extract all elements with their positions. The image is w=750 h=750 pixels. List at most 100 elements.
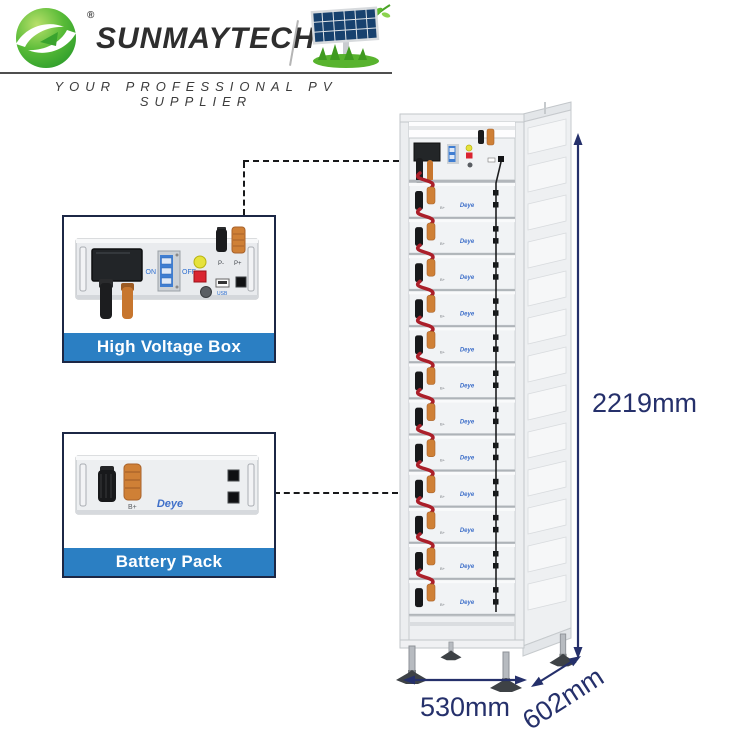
rack-side-slat [527, 498, 567, 535]
pack-terminal-label: B+ [440, 566, 446, 571]
pack-negative-connector [415, 407, 423, 427]
battery-pack-label: Battery Pack [115, 552, 223, 571]
p-plus-label: P+ [234, 261, 242, 267]
pack-positive-connector [426, 331, 436, 349]
rack-side-slat [527, 232, 567, 269]
rack-side-slat [527, 118, 567, 155]
p-minus-label: P- [218, 261, 224, 267]
pack-negative-connector [415, 552, 423, 571]
red-power-cable [415, 351, 435, 371]
red-power-cable [415, 496, 435, 515]
rack-battery-pack-3: B+Deye [408, 243, 516, 292]
hv-box-label: High Voltage Box [96, 337, 242, 356]
foot-front-right [490, 651, 522, 692]
pack-positive-connector [426, 511, 436, 530]
red-power-cable [415, 171, 435, 190]
battery-port-top [227, 469, 240, 482]
battery-port-bottom [227, 491, 240, 504]
pack-positive-connector [426, 222, 436, 241]
pack-terminal-label: B+ [440, 458, 446, 463]
pack-negative-connector [415, 227, 423, 247]
red-power-cable [415, 423, 435, 443]
pack-positive-connector [426, 547, 436, 566]
pack-terminal-label: B+ [440, 494, 446, 499]
rack-side-slat [527, 460, 567, 497]
pack-terminal-label: B+ [440, 241, 446, 246]
comm-cable [495, 161, 502, 612]
dim-depth-label: 602mm [517, 661, 609, 735]
rack-battery-pack-6: B+Deye [408, 351, 516, 400]
pack-brand-logo: Deye [460, 203, 475, 209]
rack-side-slat [527, 422, 567, 459]
battery-pack-product-image: B+ Deye [75, 455, 259, 515]
solar-panel-illustration [310, 4, 391, 68]
hv-box-callout: ON OFF P- P+ USB Hig [62, 215, 276, 363]
pack-terminal-label: B+ [440, 277, 446, 282]
rack-battery-pack-4: B+ Deye [408, 279, 516, 328]
rack-battery-packs: B+DeyeB+DeyeB+DeyeB+DeyeB+DeyeB+DeyeB+De… [408, 171, 516, 617]
left-handle [79, 463, 87, 507]
dim-width-label: 530mm [420, 692, 510, 722]
registered-mark: ® [87, 10, 95, 21]
red-power-cable [415, 243, 435, 262]
red-power-cable [415, 315, 435, 335]
rack-base [399, 615, 525, 649]
pack-positive-connector [426, 258, 436, 277]
pack-terminal-label: B+ [440, 313, 446, 318]
hv-box-connector-line-vertical [243, 162, 245, 215]
pack-positive-connector [426, 367, 436, 385]
brand-tagline: YOUR PROFESSIONAL PV SUPPLIER [54, 79, 338, 109]
battery-pack-connector-line [274, 492, 398, 494]
rack-side-panel [522, 101, 572, 657]
pack-brand-logo: Deye [460, 420, 475, 426]
hv-red-button [193, 270, 207, 283]
pack-negative-connector [415, 515, 423, 535]
pack-positive-connector [426, 475, 436, 494]
deye-logo: Deye [157, 498, 183, 510]
set-button [200, 286, 212, 298]
battery-positive-connector [123, 463, 142, 501]
battery-rack-image: B+DeyeB+DeyeB+DeyeB+DeyeB+DeyeB+DeyeB+De… [396, 101, 697, 736]
right-handle [247, 463, 255, 507]
red-power-cable [415, 207, 435, 226]
display-screen [91, 248, 143, 282]
pack-brand-logo: Deye [460, 239, 475, 245]
pack-terminal-label: B+ [440, 530, 446, 535]
pack-brand-logo: Deye [460, 600, 475, 606]
pack-negative-connector [415, 443, 423, 463]
dim-height-label: 2219mm [592, 388, 697, 418]
rack-battery-pack-12: B+ Deye [408, 568, 516, 617]
brand-name: SUNMAYTECH [96, 22, 316, 55]
red-power-cable [415, 568, 435, 587]
rack-side-slat [527, 270, 567, 307]
pack-brand-logo: Deye [460, 347, 475, 353]
pack-brand-logo: Deye [460, 492, 475, 498]
comm-port [235, 276, 247, 288]
rack-battery-pack-11: B+Deye [408, 532, 516, 581]
sunmaytech-globe-icon [16, 8, 76, 68]
header-rule [0, 72, 392, 74]
rack-feet [396, 633, 577, 692]
rack-battery-pack-9: B+ Deye [408, 460, 516, 509]
hv-box-connector-line-horizontal [243, 160, 399, 162]
pack-negative-connector [415, 299, 423, 319]
usb-label: USB [217, 291, 228, 297]
battery-pack-callout: B+ Deye Battery Pack [62, 432, 276, 578]
pack-brand-logo: Deye [460, 311, 475, 317]
hv-box-product-image: ON OFF P- P+ USB [75, 226, 259, 319]
pack-positive-connector [426, 403, 436, 421]
rack-side-slat [527, 194, 567, 231]
right-handle [247, 246, 255, 292]
pack-brand-logo: Deye [460, 528, 475, 534]
red-power-cable [415, 279, 435, 299]
foot-back-left [440, 641, 462, 661]
hv-box-label-banner: High Voltage Box [64, 333, 274, 361]
rack-battery-pack-5: B+ Deye [408, 315, 516, 364]
pack-brand-logo: Deye [460, 384, 475, 390]
pack-positive-connector [426, 439, 436, 458]
orange-cable [122, 287, 133, 319]
pack-brand-logo: Deye [460, 456, 475, 462]
black-cable [100, 283, 112, 319]
breaker-off-label: OFF [182, 269, 196, 276]
